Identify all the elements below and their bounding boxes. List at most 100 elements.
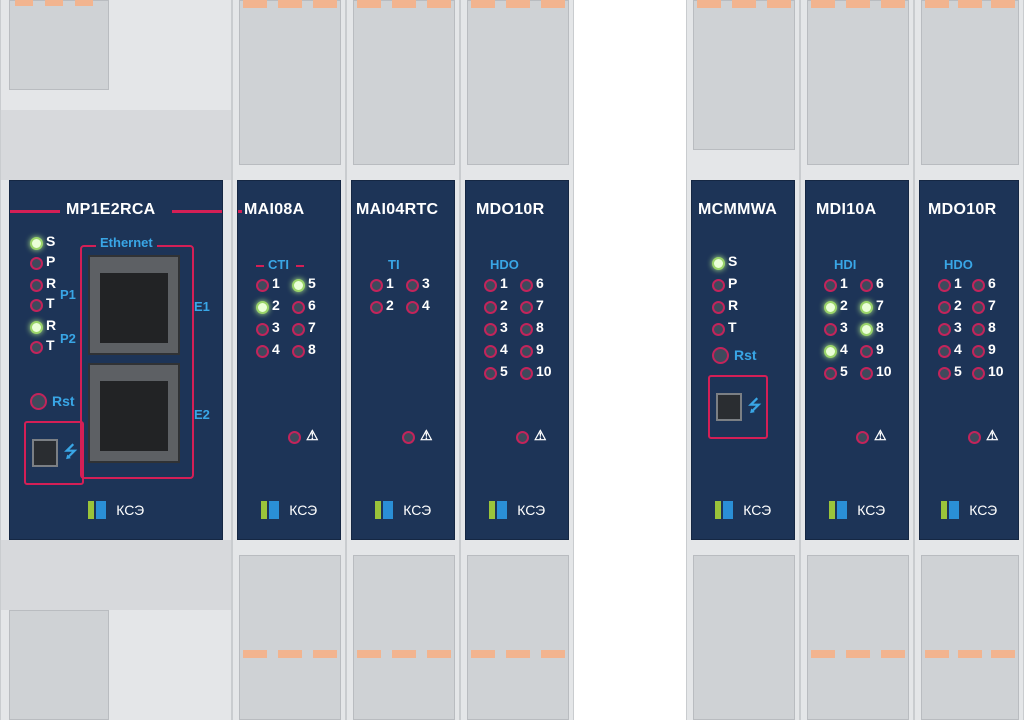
port-label-e1: E1 [194,299,210,314]
usb-icon: ⭍ [748,398,762,415]
module-title: MDO10R [928,201,997,218]
module-title: MAI04RTC [356,201,439,218]
channel-label: 1 [386,275,394,291]
kse-logo-icon [488,500,507,519]
module-mdo10r-2: MDO10R HDO 1 2 3 4 5 6 7 8 9 10 ⚠ КСЭ [914,0,1024,720]
fault-led [288,431,301,444]
module-mp1e2rca: MP1E2RCA S P R T P1 R T P2 Rst ⭍ Etherne… [0,0,232,720]
channel-label: 3 [422,275,430,291]
ethernet-frame: Ethernet [80,235,194,479]
kse-logo-icon [260,500,279,519]
brand-text: КСЭ [116,501,145,518]
warning-icon: ⚠ [306,427,319,443]
usb-port[interactable]: ⭍ [24,421,84,485]
channel-label: 5 [308,275,316,291]
module-mai08a: MAI08A CTI 1 2 3 4 5 6 7 8 ⚠ КСЭ [232,0,346,720]
status-led-p [30,257,43,270]
kse-logo-icon [714,500,733,519]
module-mcmmwa: MCMMWA S P R T Rst ⭍ КСЭ [686,0,800,720]
brand-logo: КСЭ [920,500,1018,519]
terminal-block-top [353,0,455,165]
status-label-p: P [46,253,56,269]
module-mdo10r-1: MDO10R HDO 1 2 3 4 5 6 7 8 9 10 ⚠ КСЭ [460,0,574,720]
front-panel: MAI08A CTI 1 2 3 4 5 6 7 8 ⚠ КСЭ [237,180,341,540]
brand-text: КСЭ [289,501,318,518]
fault-led [856,431,869,444]
channel-label: 4 [422,297,430,313]
reset-button[interactable] [712,347,729,364]
status-label-t2: T [46,337,55,353]
module-title: MCMMWA [698,201,778,218]
module-title: MDO10R [476,201,545,218]
kse-logo-icon [828,500,847,519]
reset-button[interactable] [30,393,47,410]
brand-logo: КСЭ [352,500,454,519]
terminal-block-top [921,0,1019,165]
brand-text: КСЭ [857,501,886,518]
group-label: HDO [944,257,973,272]
status-led-r2 [30,321,43,334]
brand-text: КСЭ [517,501,546,518]
terminal-block-top [807,0,909,165]
terminal-block-top [9,0,109,90]
status-label-r1: R [46,275,57,291]
kse-logo-icon [940,500,959,519]
status-label-s: S [46,233,56,249]
terminal-block-top [239,0,341,165]
reset-label: Rst [52,393,75,409]
port-label-e2: E2 [194,407,210,422]
status-led-t2 [30,341,43,354]
bottom-rail [1,540,231,610]
group-label: CTI [268,257,289,272]
status-led-r1 [30,279,43,292]
module-mai04rtc: MAI04RTC TI 1 2 3 4 ⚠ КСЭ [346,0,460,720]
brand-logo: КСЭ [692,500,794,519]
front-panel: MDI10A HDI 1 2 3 4 5 6 7 8 9 10 ⚠ КСЭ [805,180,909,540]
module-title: MDI10A [816,201,877,218]
module-title: MP1E2RCA [66,201,156,218]
channel-label: 3 [272,319,280,335]
warning-icon: ⚠ [420,427,433,443]
channel-label: 7 [308,319,316,335]
channel-label: 4 [272,341,280,357]
terminal-block-bottom [467,555,569,720]
ethernet-port-e2[interactable] [88,363,180,463]
brand-logo: КСЭ [238,500,340,519]
clamp [45,0,63,6]
brand-logo: КСЭ [466,500,568,519]
channel-label: 1 [272,275,280,291]
front-panel: MDO10R HDO 1 2 3 4 5 6 7 8 9 10 ⚠ КСЭ [919,180,1019,540]
terminal-block-top [693,0,795,150]
fault-led [402,431,415,444]
terminal-block-bottom [353,555,455,720]
channel-label: 6 [308,297,316,313]
channel-label: 2 [272,297,280,313]
terminal-block-top [467,0,569,165]
kse-logo-icon [374,500,393,519]
channel-label: 8 [308,341,316,357]
warning-icon: ⚠ [534,427,547,443]
ethernet-label: Ethernet [96,235,157,250]
brand-text: КСЭ [743,501,772,518]
ethernet-port-e1[interactable] [88,255,180,355]
warning-icon: ⚠ [874,427,887,443]
terminal-block-bottom [239,555,341,720]
status-label-t1: T [46,295,55,311]
brand-logo: КСЭ [806,500,908,519]
warning-icon: ⚠ [986,427,999,443]
usb-port[interactable]: ⭍ [708,375,768,439]
brand-logo: КСЭ [10,500,222,519]
clamp [75,0,93,6]
usb-icon: ⭍ [64,444,78,461]
group-label: TI [388,257,400,272]
brand-text: КСЭ [969,501,998,518]
module-mdi10a: MDI10A HDI 1 2 3 4 5 6 7 8 9 10 ⚠ КСЭ [800,0,914,720]
top-rail [1,110,231,180]
channel-label: 2 [386,297,394,313]
group-label: HDO [490,257,519,272]
front-panel: MP1E2RCA S P R T P1 R T P2 Rst ⭍ Etherne… [9,180,223,540]
terminal-block-bottom [693,555,795,720]
terminal-block-bottom [807,555,909,720]
kse-logo-icon [87,500,106,519]
status-label-r2: R [46,317,57,333]
